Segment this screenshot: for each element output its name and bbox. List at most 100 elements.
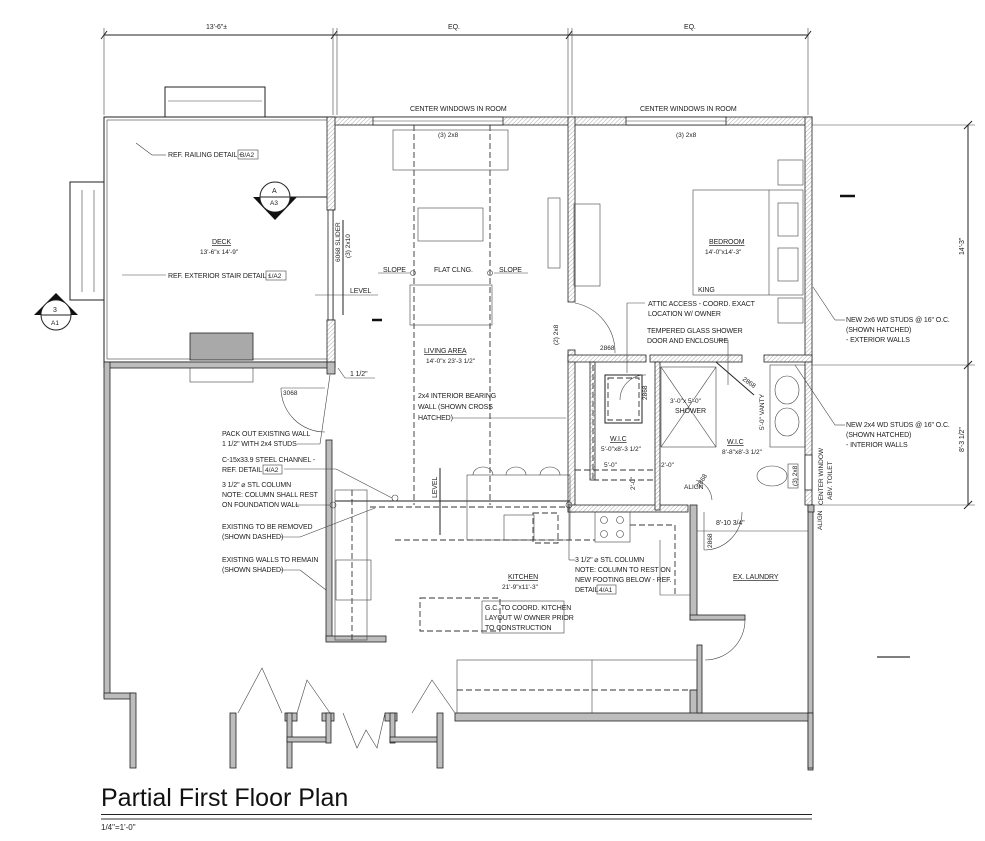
dim-two-ft: 2'-0" (661, 462, 675, 469)
note-channel-ref: 4/A2 (265, 467, 279, 474)
section-marker-a1: 3 A1 (34, 293, 78, 331)
column-note-2: 3 1/2" ⌀ STL COLUMN NOTE: COLUMN TO REST… (568, 508, 672, 595)
note-int-studs-3: - INTERIOR WALLS (846, 442, 908, 449)
note-channel-1: C-15x33.9 STEEL CHANNEL - (222, 457, 316, 464)
note-channel-2: REF. DETAIL (222, 467, 262, 474)
tv-console (547, 197, 561, 269)
note-column-2-3: NEW FOOTING BELOW - REF. (575, 577, 672, 584)
note-ext-studs-1: NEW 2x6 WD STUDS @ 16" O.C. (846, 317, 950, 324)
label-slope-left: SLOPE (383, 267, 406, 274)
drawing-scale: 1/4"=1'-0" (101, 823, 136, 832)
header-toilet: (3) 2x8 (792, 465, 799, 486)
note-int-studs-2: (SHOWN HATCHED) (846, 432, 911, 439)
align-label-2: ALIGN (817, 510, 824, 530)
dim-deck-width: 13'-6"± (206, 24, 227, 31)
bed-label: KING (698, 287, 715, 294)
note-shower-door-2: DOOR AND ENCLOSURE (647, 338, 728, 345)
section-marker-top: A (272, 188, 277, 195)
right-dimension-string: 14'-3" 8'-3 1/2" (812, 120, 975, 510)
note-railing-ref: B/A2 (240, 152, 254, 159)
title-rule (101, 814, 812, 815)
label-slider: 6068 SLIDER (335, 222, 342, 262)
coffee-table (417, 207, 484, 242)
room-name-living: LIVING AREA (424, 348, 467, 355)
note-ext-studs-3: - EXTERIOR WALLS (846, 337, 910, 344)
note-ext-studs-2: (SHOWN HATCHED) (846, 327, 911, 334)
room-name-laundry: EX. LAUNDRY (733, 574, 779, 581)
header-bedroom-door: (2) 2x8 (553, 324, 560, 345)
room-size-deck: 13'-6"x 14'-9" (200, 249, 239, 256)
door-2868-laundry: 2868 (707, 533, 714, 548)
label-level-deck: LEVEL (350, 288, 371, 295)
header-slider: (3) 2x10 (345, 234, 352, 258)
dim-bedroom-depth: 14'-3" (959, 237, 966, 255)
dresser (573, 203, 601, 287)
sofa (392, 129, 509, 171)
slider-door (327, 209, 334, 321)
sink (503, 514, 535, 541)
window-toilet (804, 454, 813, 491)
vanity-label: 5'-0" VANTY (759, 393, 766, 430)
kitchen: LEVEL KITCHEN 21'-9"x11'-3" G.C. TO COOR… (329, 466, 690, 641)
room-name-deck: DECK (212, 239, 231, 246)
shower-size: 3'-0"x 5'-0" (670, 398, 702, 405)
note-stair: REF. EXTERIOR STAIR DETAIL - (168, 273, 271, 280)
section-marker-sheet: A1 (51, 320, 59, 327)
dim-eq-1: EQ. (448, 24, 460, 31)
note-railing: REF. RAILING DETAIL - (168, 152, 242, 159)
deck: DECK 13'-6"x 14'-9" REF. RAILING DETAIL … (69, 86, 334, 383)
note-column-2-2: NOTE: COLUMN TO REST ON (575, 567, 671, 574)
vanity (769, 364, 806, 448)
section-marker-top: 3 (53, 307, 57, 314)
title-rule-secondary (101, 818, 812, 820)
note-bearing-wall-3: HATCHED) (418, 415, 453, 422)
king-bed (692, 189, 804, 296)
note-bearing-wall-1: 2x4 INTERIOR BEARING (418, 393, 496, 400)
note-kitchen-coord-3: TO CONSTRUCTION (485, 625, 551, 632)
room-size-wic-1: 5'-0"x8'-3 1/2" (601, 446, 642, 453)
toilet (756, 465, 788, 487)
note-removed-2: (SHOWN DASHED) (222, 534, 283, 541)
note-column-1-3: ON FOUNDATION WALL (222, 502, 299, 509)
room-name-kitchen: KITCHEN (508, 574, 538, 581)
new-walls (326, 116, 813, 513)
dim-laundry-width: 8'-10 3/4" (716, 520, 745, 527)
door-2868-bedroom: 2868 (600, 345, 615, 352)
label-level-kitchen: LEVEL (432, 477, 439, 498)
exterior-stair (69, 181, 105, 301)
shower (660, 366, 717, 448)
refrigerator (335, 559, 372, 601)
note-kitchen-coord-1: G.C. TO COORD. KITCHEN (485, 605, 571, 612)
drawing-title: Partial First Floor Plan (101, 784, 349, 812)
room-name-shower: SHOWER (675, 408, 706, 415)
dim-eq-2: EQ. (684, 24, 696, 31)
attic-hatch (604, 374, 643, 424)
room-name-wic-2: W.I.C (727, 439, 744, 446)
bath-and-closets: W.I.C 5'-0"x8'-3 1/2" 5'-0" 3'-0"x 5'-0"… (575, 361, 834, 530)
room-name-bedroom: BEDROOM (709, 239, 745, 246)
note-bearing-wall-2: WALL (SHOWN CROSS (418, 404, 493, 411)
note-attic-1: ATTIC ACCESS - COORD. EXACT (648, 301, 756, 308)
note-column-2-ref: 4/A1 (599, 587, 613, 594)
note-pack-out-1: PACK OUT EXISTING WALL (222, 431, 311, 438)
dim-wic-5ft: 5'-0" (604, 462, 618, 469)
align-label-1: ALIGN (684, 484, 704, 491)
kitchen-island (466, 474, 571, 541)
note-shower-door-1: TEMPERED GLASS SHOWER (647, 328, 743, 335)
note-int-studs-1: NEW 2x4 WD STUDS @ 16" O.C. (846, 422, 950, 429)
door-2868-shower: 2868 (741, 376, 757, 390)
note-pack-out-2: 1 1/2" WITH 2x4 STUDS (222, 441, 297, 448)
laundry: 8'-10 3/4" 2868 EX. LAUNDRY (697, 511, 910, 661)
section-marker-sheet: A3 (270, 200, 278, 207)
header-bedroom: (3) 2x8 (676, 132, 697, 139)
label-flat-ceiling: FLAT CLNG. (434, 267, 473, 274)
label-slope-right: SLOPE (499, 267, 522, 274)
dim-pack-out: 1 1/2" (350, 371, 368, 378)
center-windows-bedroom: CENTER WINDOWS IN ROOM (640, 106, 737, 113)
note-column-2-1: 3 1/2" ⌀ STL COLUMN (575, 557, 644, 564)
left-notes: PACK OUT EXISTING WALL 1 1/2" WITH 2x4 S… (222, 374, 393, 591)
note-attic-2: LOCATION W/ OWNER (648, 311, 721, 318)
room-size-kitchen: 21'-9"x11'-3" (502, 584, 539, 591)
note-column-2-4: DETAIL (575, 587, 599, 594)
